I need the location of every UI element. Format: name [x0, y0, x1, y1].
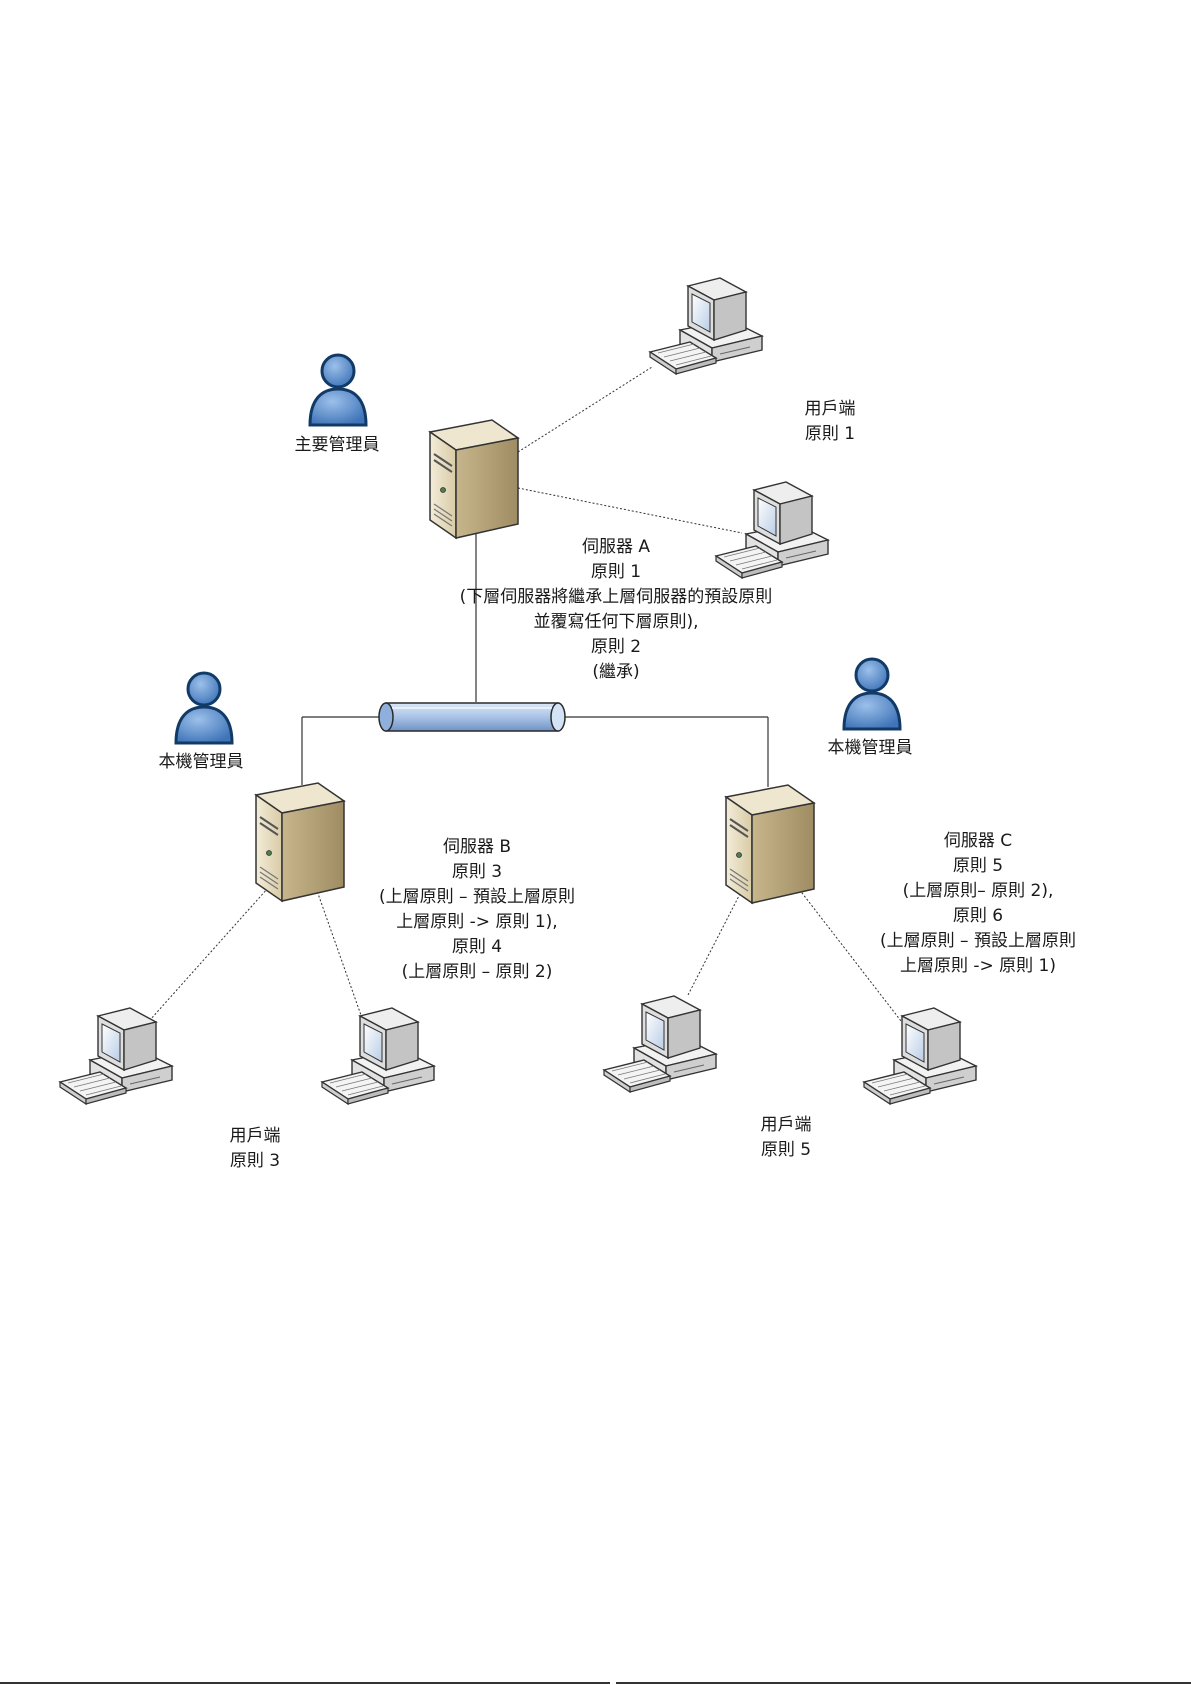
server-a-line-3: 並覆寫任何下層原則),	[416, 610, 816, 635]
client-computer-b-1-icon	[60, 1008, 172, 1104]
server-c-line-5: 上層原則 -> 原則 1)	[838, 954, 1118, 979]
client-computer-b-2-icon	[322, 1008, 434, 1104]
server-c-label: 伺服器 C 原則 5 (上層原則– 原則 2), 原則 6 (上層原則 – 預設…	[838, 829, 1118, 979]
client-bottom-left-line2: 原則 3	[205, 1149, 305, 1174]
server-c-line-3: 原則 6	[838, 904, 1118, 929]
client-bottom-right-line2: 原則 5	[736, 1138, 836, 1163]
client-computer-top-1-icon	[650, 278, 762, 374]
client-bottom-left-label: 用戶端 原則 3	[205, 1124, 305, 1174]
server-a-line-5: (繼承)	[416, 660, 816, 685]
server-a-line-2: (下層伺服器將繼承上層伺服器的預設原則	[416, 585, 816, 610]
link-server-c-to-client-5	[688, 890, 742, 995]
server-c-icon	[726, 785, 814, 903]
client-top-line1: 用戶端	[780, 397, 880, 422]
link-server-a-to-client-2	[518, 488, 742, 533]
local-admin-left-label: 本機管理員	[146, 750, 256, 775]
local-admin-right-user-icon	[844, 659, 900, 729]
server-c-line-0: 伺服器 C	[838, 829, 1118, 854]
server-a-line-0: 伺服器 A	[416, 535, 816, 560]
server-b-icon	[256, 783, 344, 901]
server-b-line-4: 原則 4	[337, 935, 617, 960]
server-b-line-5: (上層原則 – 原則 2)	[337, 960, 617, 985]
server-c-line-1: 原則 5	[838, 854, 1118, 879]
primary-admin-label: 主要管理員	[282, 433, 392, 458]
client-computer-c-1-icon	[604, 996, 716, 1092]
server-a-icon	[430, 420, 518, 538]
server-a-label: 伺服器 A 原則 1 (下層伺服器將繼承上層伺服器的預設原則 並覆寫任何下層原則…	[416, 535, 816, 685]
client-top-line2: 原則 1	[780, 422, 880, 447]
client-bottom-left-line1: 用戶端	[205, 1124, 305, 1149]
server-b-line-0: 伺服器 B	[337, 835, 617, 860]
server-c-line-2: (上層原則– 原則 2),	[838, 879, 1118, 904]
server-c-line-4: (上層原則 – 預設上層原則	[838, 929, 1118, 954]
client-bottom-right-label: 用戶端 原則 5	[736, 1113, 836, 1163]
link-server-b-to-client-3	[150, 888, 268, 1020]
network-bus-cylinder-icon	[379, 703, 565, 731]
server-b-line-1: 原則 3	[337, 860, 617, 885]
client-computer-c-2-icon	[864, 1008, 976, 1104]
page-bottom-edge	[0, 1675, 1191, 1685]
client-top-label: 用戶端 原則 1	[780, 397, 880, 447]
primary-admin-user-icon	[310, 355, 366, 425]
server-b-label: 伺服器 B 原則 3 (上層原則 – 預設上層原則 上層原則 -> 原則 1),…	[337, 835, 617, 985]
server-a-line-4: 原則 2	[416, 635, 816, 660]
server-b-line-2: (上層原則 – 預設上層原則	[337, 885, 617, 910]
local-admin-right-label: 本機管理員	[815, 736, 925, 761]
server-b-line-3: 上層原則 -> 原則 1),	[337, 910, 617, 935]
link-server-a-to-client-1	[518, 367, 652, 452]
server-a-line-1: 原則 1	[416, 560, 816, 585]
local-admin-left-user-icon	[176, 673, 232, 743]
client-bottom-right-line1: 用戶端	[736, 1113, 836, 1138]
